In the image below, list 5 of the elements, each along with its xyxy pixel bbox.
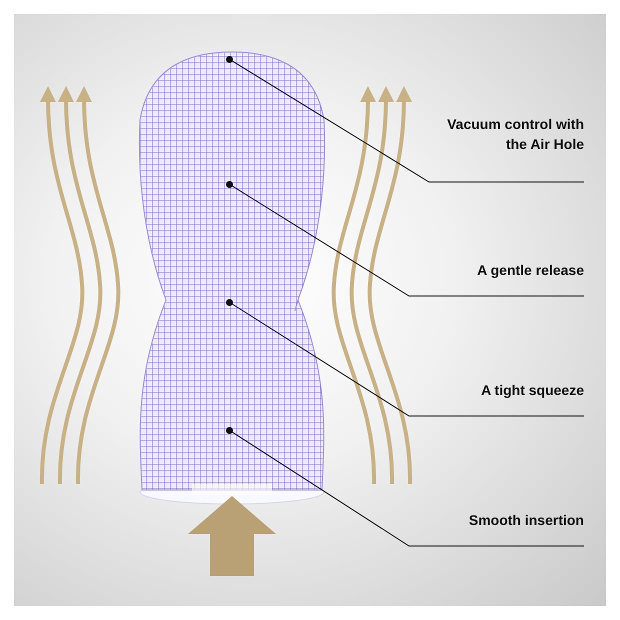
- leader-line: [231, 185, 584, 296]
- callout-text: Vacuum control with the Air Hole: [439, 114, 584, 154]
- callout-text: A tight squeeze: [419, 380, 584, 400]
- callout-text: A gentle release: [419, 260, 584, 280]
- callout-text: Smooth insertion: [419, 510, 584, 530]
